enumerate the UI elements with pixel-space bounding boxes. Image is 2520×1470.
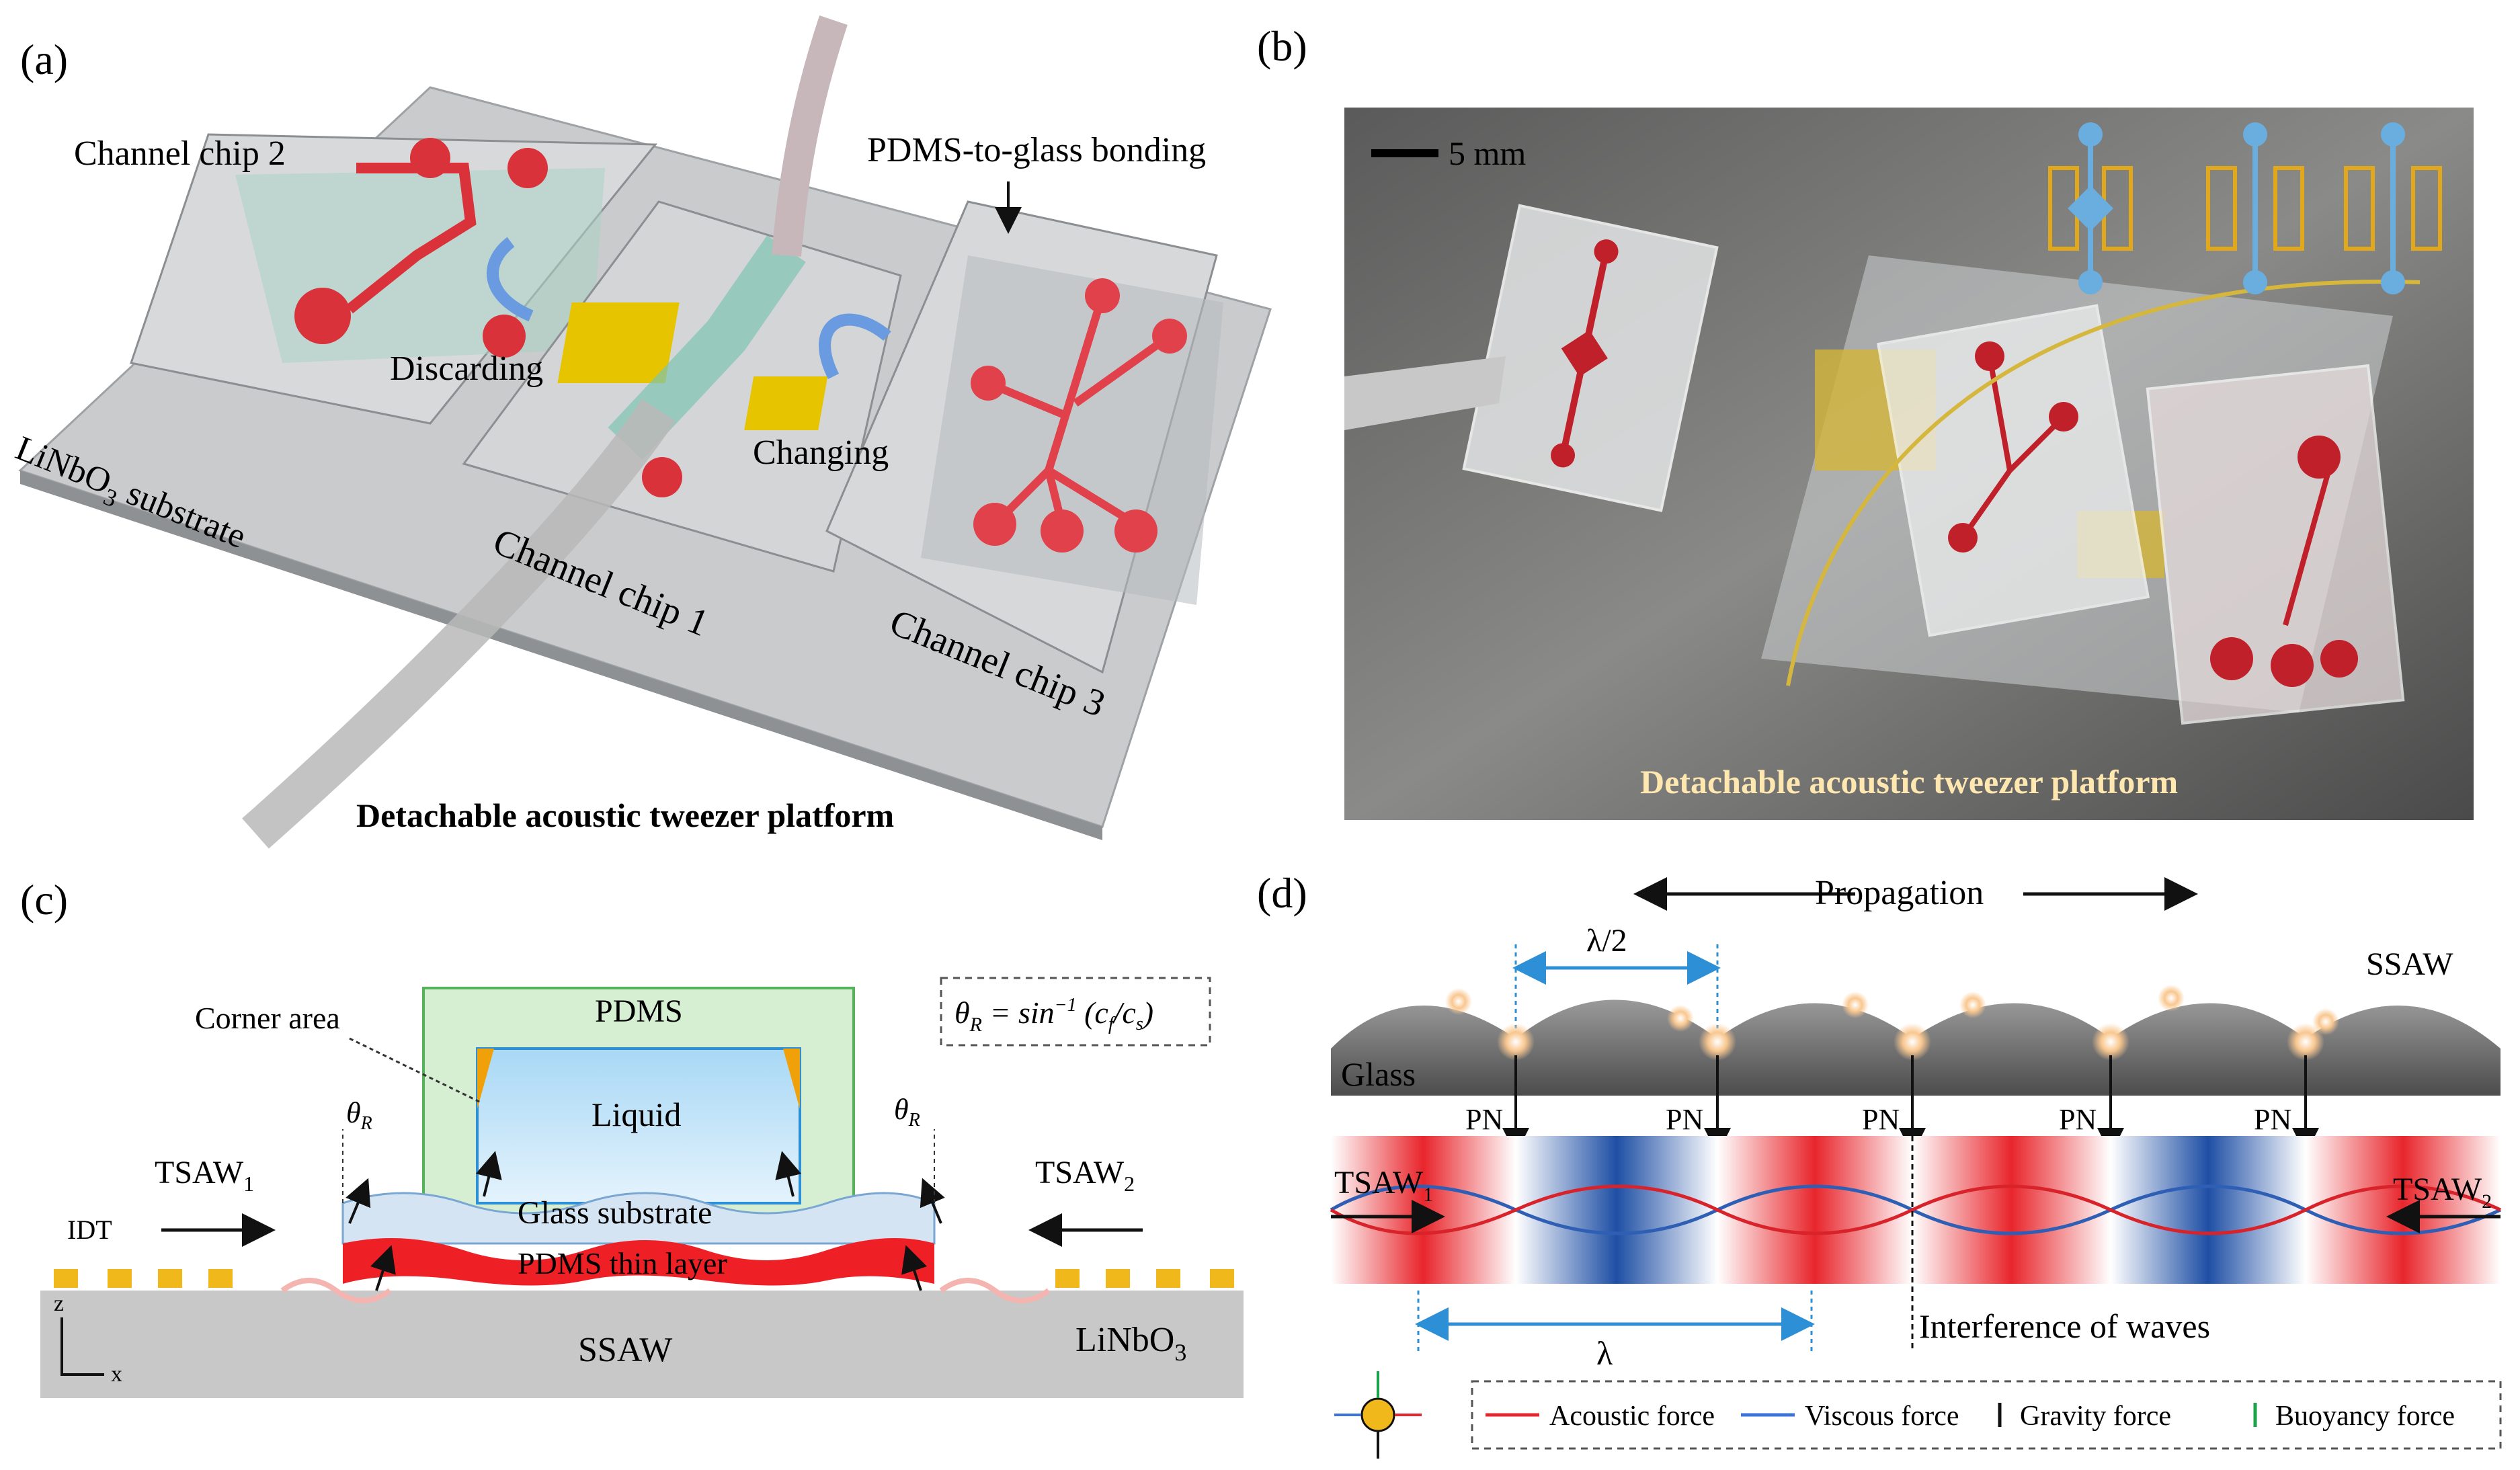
panel-c: (c) bbox=[20, 876, 1244, 1398]
glass-substrate-label: Glass substrate bbox=[518, 1195, 712, 1231]
discarding-label: Discarding bbox=[390, 350, 543, 388]
chip3-port bbox=[1152, 319, 1187, 354]
glass-label: Glass bbox=[1341, 1055, 1416, 1093]
pdms-thin-layer bbox=[343, 1238, 934, 1286]
interference-label: Interference of waves bbox=[1919, 1307, 2210, 1345]
legend-label: Acoustic force bbox=[1549, 1401, 1715, 1432]
panel-b-label: (b) bbox=[1257, 22, 1307, 70]
substrate-edge bbox=[20, 471, 1102, 840]
tsaw2-label: TSAW2 bbox=[1035, 1155, 1135, 1196]
formula-box bbox=[940, 977, 1211, 1047]
force-key-particle bbox=[1334, 1371, 1422, 1459]
changing-label: Changing bbox=[753, 434, 889, 472]
panel-d: (d) Propagation λ/2 Glass SSAW bbox=[1257, 869, 2502, 1459]
chip1-pdms-block bbox=[608, 235, 806, 460]
tsaw2-label: TSAW2 bbox=[2393, 1172, 2492, 1213]
panel-c-label: (c) bbox=[20, 876, 68, 924]
legend-label: Viscous force bbox=[1805, 1401, 1959, 1432]
corner-area bbox=[477, 1049, 494, 1109]
idt-electrode bbox=[557, 302, 680, 383]
wave-tsaw2 bbox=[1330, 1184, 2502, 1235]
bonding-label: PDMS-to-glass bonding bbox=[867, 131, 1206, 169]
panel-a-caption: Detachable acoustic tweezer platform bbox=[356, 797, 894, 834]
photo-chip-left bbox=[1462, 204, 1719, 512]
force-legend: Acoustic force Viscous force Gravity force… bbox=[1486, 1401, 2455, 1432]
propagation-label: Propagation bbox=[1815, 874, 1984, 912]
surface-wave bbox=[280, 1278, 1051, 1303]
theta-left: θR bbox=[346, 1096, 372, 1134]
inset-channel-icons bbox=[2068, 122, 2405, 294]
chip2-pdms-block bbox=[235, 168, 605, 363]
x-axis-label: x bbox=[111, 1362, 122, 1387]
z-axis-label: z bbox=[54, 1291, 64, 1316]
pdms-label: PDMS bbox=[595, 993, 683, 1029]
pressure-node-lines bbox=[1502, 1055, 2319, 1155]
chip3-port bbox=[1114, 509, 1157, 553]
panel-a-label: (a) bbox=[20, 36, 68, 83]
panel-b-caption: Detachable acoustic tweezer platform bbox=[1640, 763, 2178, 801]
inlet-tube bbox=[772, 15, 848, 257]
legend-label: Gravity force bbox=[2020, 1401, 2171, 1432]
half-lambda-label: λ/2 bbox=[1586, 923, 1627, 958]
photo-platform bbox=[1761, 255, 2421, 725]
scale-bar bbox=[1371, 149, 1438, 157]
corner-area-label: Corner area bbox=[195, 1001, 340, 1035]
legend-label: Buoyancy force bbox=[2275, 1401, 2455, 1432]
linbo3-substrate bbox=[40, 1291, 1244, 1398]
lambda-label: λ bbox=[1596, 1334, 1613, 1372]
axes-icon bbox=[60, 1317, 104, 1376]
particles bbox=[1445, 985, 2339, 1061]
chip2-label: Channel chip 2 bbox=[74, 134, 286, 173]
chip3-port bbox=[973, 503, 1016, 546]
tsaw1-label: TSAW1 bbox=[155, 1155, 254, 1196]
pn-label: PN bbox=[1666, 1103, 1703, 1136]
ssaw-label: SSAW bbox=[578, 1331, 672, 1369]
outlet-tube bbox=[242, 399, 676, 849]
chip2-port bbox=[507, 148, 548, 188]
glass-substrate bbox=[341, 1192, 936, 1245]
chip1-port bbox=[642, 457, 682, 497]
chip2-port bbox=[483, 315, 526, 358]
chip3-port bbox=[1041, 509, 1084, 553]
panel-b: (b) 5 mm bbox=[1257, 22, 2474, 820]
tsaw1-label: TSAW1 bbox=[1334, 1165, 1433, 1206]
idt-electrode bbox=[744, 376, 828, 430]
chip3-port bbox=[1085, 278, 1120, 313]
corner-area bbox=[783, 1049, 800, 1109]
discarding-arrow bbox=[487, 237, 534, 322]
pn-label: PN bbox=[1862, 1103, 1900, 1136]
linbo3-label: LiNbO3 bbox=[1075, 1321, 1186, 1366]
rayleigh-formula: θR = sin−1 (cf/cs) bbox=[954, 995, 1153, 1036]
pn-label: PN bbox=[2059, 1103, 2097, 1136]
chip2-port bbox=[294, 288, 351, 344]
idt-right bbox=[1055, 1269, 1234, 1288]
panel-a: (a) bbox=[11, 15, 1272, 849]
corner-pointer bbox=[349, 1037, 481, 1104]
chip3-port bbox=[971, 366, 1006, 401]
chip3-pdms-block bbox=[921, 255, 1223, 605]
leakage-arrows bbox=[346, 1151, 945, 1291]
liquid-label: Liquid bbox=[592, 1096, 681, 1133]
panel-d-label: (d) bbox=[1257, 869, 1307, 917]
pn-label: PN bbox=[2254, 1103, 2291, 1136]
changing-arrow bbox=[819, 313, 891, 380]
scale-label: 5 mm bbox=[1449, 134, 1526, 172]
force-legend-box bbox=[1471, 1380, 2502, 1450]
idt-label: IDT bbox=[67, 1215, 112, 1245]
standing-wave-bands bbox=[1331, 1136, 2501, 1284]
chip2-port bbox=[410, 138, 450, 178]
idt-left bbox=[54, 1269, 233, 1288]
pn-label: PN bbox=[1465, 1103, 1503, 1136]
pdms-thin-layer-label: PDMS thin layer bbox=[518, 1246, 727, 1280]
photo-tweezers bbox=[1344, 356, 1506, 430]
theta-right: θR bbox=[894, 1093, 920, 1131]
ssaw-label: SSAW bbox=[2366, 946, 2453, 982]
